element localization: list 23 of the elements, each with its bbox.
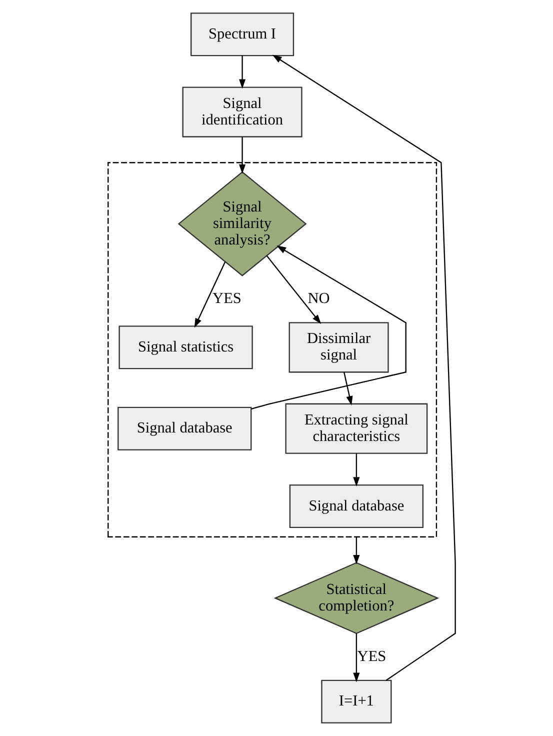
node-box: Dissimilar signal bbox=[288, 322, 388, 373]
arrow bbox=[352, 536, 360, 564]
node-box: Spectrum I bbox=[190, 12, 294, 56]
arrow bbox=[250, 246, 406, 410]
node-diamond: Signal similarity analysis? bbox=[177, 171, 306, 276]
arrow bbox=[238, 136, 246, 174]
arrow bbox=[352, 454, 360, 486]
edge-label: NO bbox=[307, 290, 330, 308]
node-box: Extracting signal characteristics bbox=[284, 403, 428, 454]
arrow bbox=[194, 261, 226, 328]
node-box: Signal identification bbox=[182, 86, 302, 138]
arrow bbox=[272, 54, 456, 681]
node-diamond: Statistical completion? bbox=[273, 562, 439, 634]
edge-label: YES bbox=[356, 648, 386, 665]
node-box: I=I+1 bbox=[320, 680, 392, 724]
node-box: Signal database bbox=[288, 484, 424, 528]
node-box: Signal database bbox=[117, 406, 252, 450]
node-box: Signal statistics bbox=[118, 326, 252, 370]
edge-label: YES bbox=[212, 290, 241, 308]
arrow bbox=[352, 634, 360, 682]
arrow bbox=[343, 372, 352, 406]
arrow bbox=[238, 56, 246, 89]
arrow bbox=[266, 256, 321, 324]
